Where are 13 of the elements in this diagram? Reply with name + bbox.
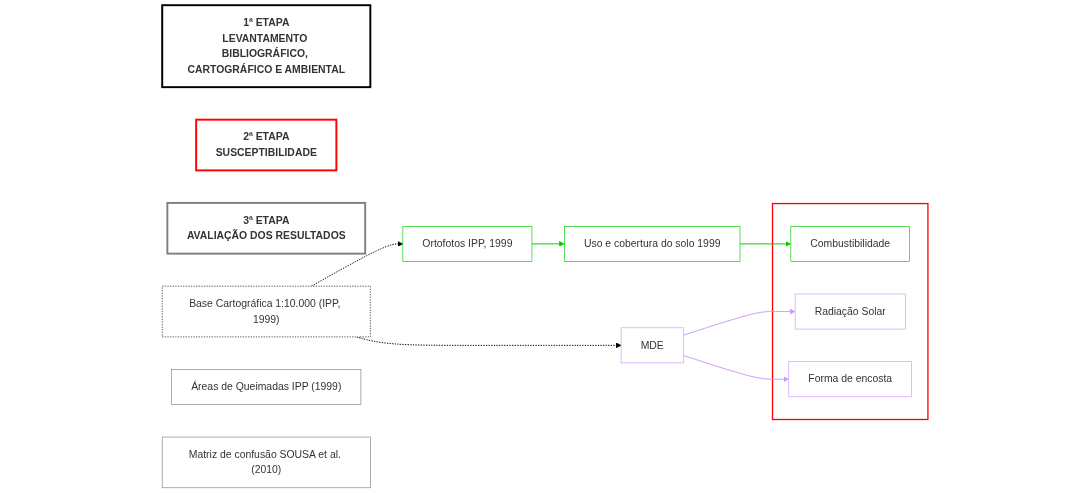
node-box: 3ª ETAPA AVALIAÇÃO DOS RESULTADOS: [166, 201, 367, 255]
node-box: Forma de encosta: [788, 361, 913, 398]
node-box: Uso e cobertura do solo 1999: [564, 226, 741, 262]
node-box: Matriz de confusão SOUSA et al. (2010): [162, 436, 372, 489]
node-box: 2ª ETAPA SUSCEPTIBILIDADE: [195, 118, 338, 172]
node-box: Base Cartográfica 1:10.000 (IPP, 1999): [162, 285, 372, 338]
node-box: Ortofotos IPP, 1999: [402, 226, 533, 262]
node-box: 1ª ETAPA LEVANTAMENTO BIBLIOGRÁFICO, CARTOGRÁFICO E AMBIENTAL: [161, 4, 372, 89]
node-box: Radiação Solar: [795, 293, 907, 330]
cluster: [772, 202, 929, 421]
node-box: Combustibilidade: [790, 226, 911, 262]
node-box: MDE: [621, 327, 685, 364]
node-box: Áreas de Queimadas IPP (1999): [171, 369, 362, 405]
